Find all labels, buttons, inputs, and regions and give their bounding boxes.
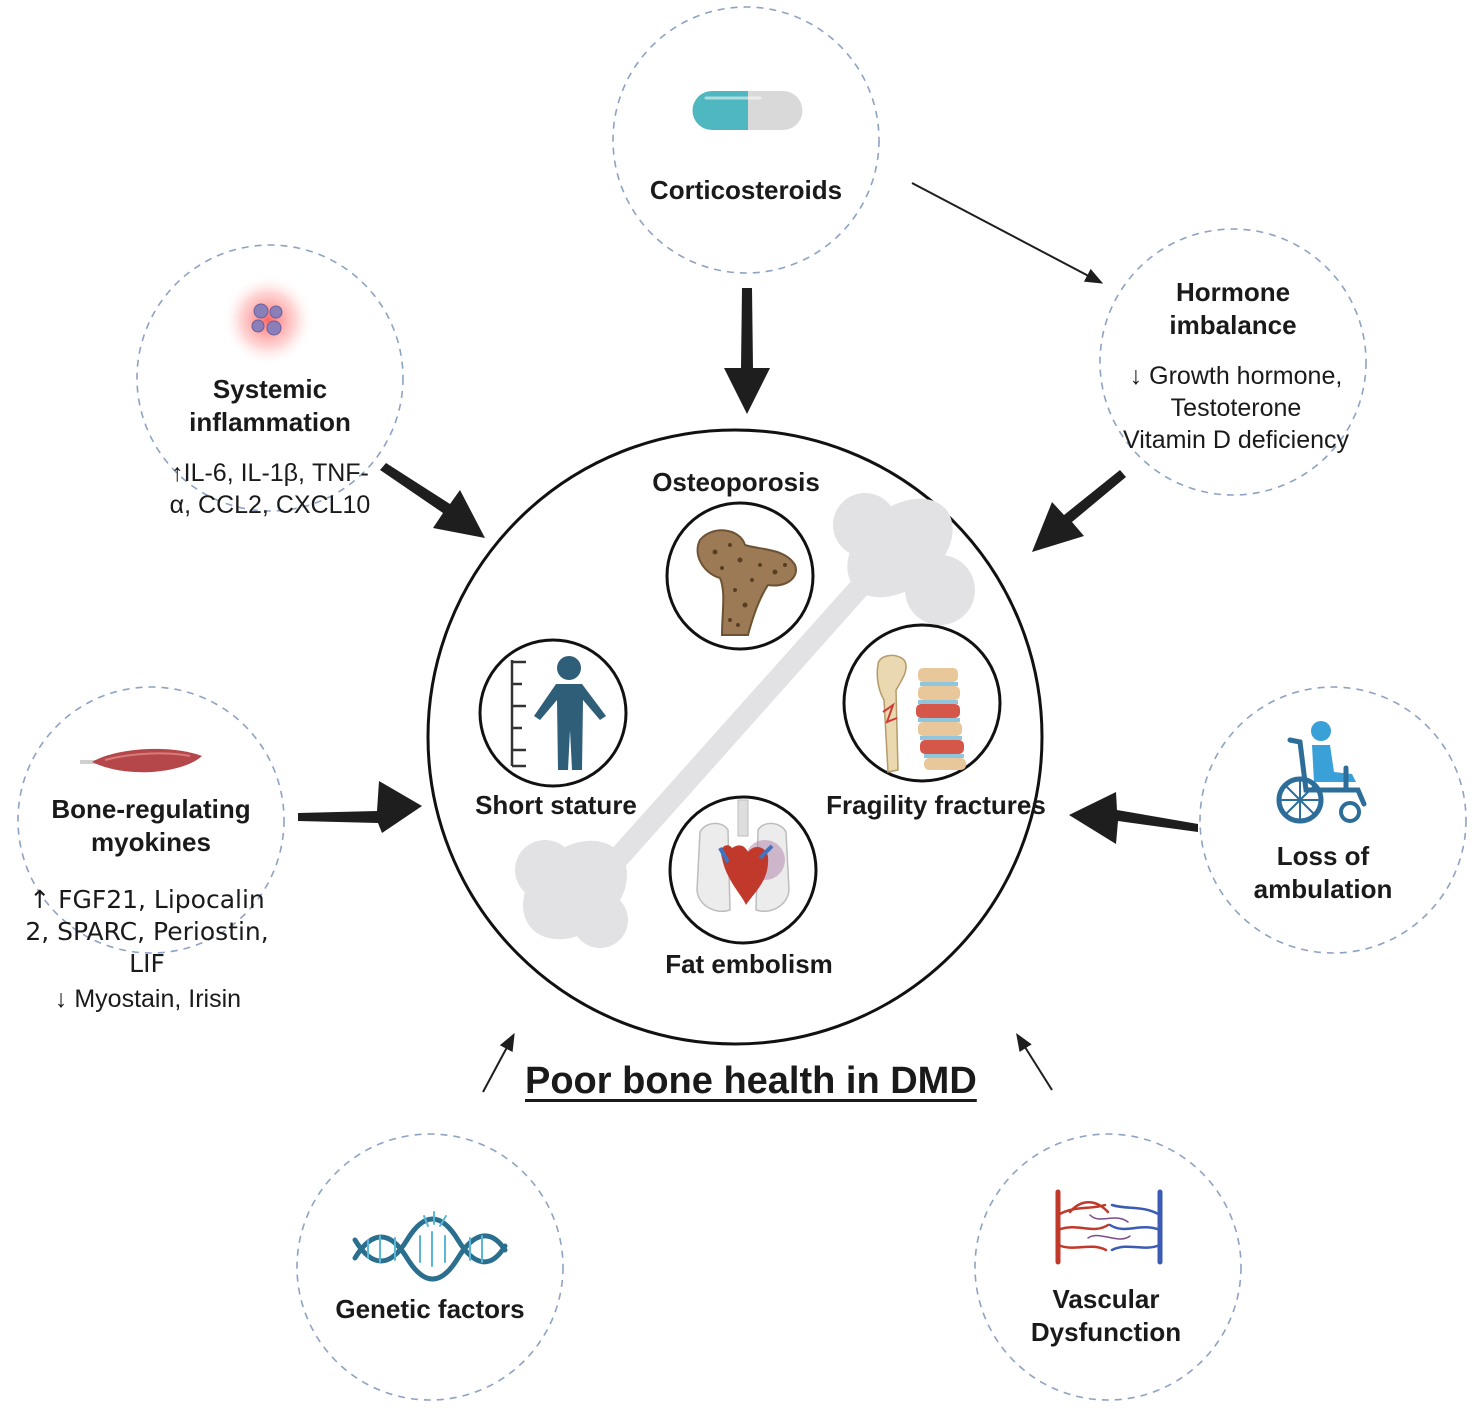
capsule-icon xyxy=(692,91,803,130)
arrow-hormone xyxy=(1032,470,1126,552)
arrow-vascular xyxy=(1016,1032,1053,1091)
short-stature-circle xyxy=(478,638,628,788)
myokines-label: Bone-regulating myokines xyxy=(51,794,251,857)
arrow-inflammation xyxy=(380,463,485,538)
ambulation-label: Loss of ambulation xyxy=(1253,841,1393,904)
dna-icon xyxy=(352,1211,508,1282)
ambulation-circle xyxy=(1199,686,1467,954)
corticosteroids-label: Corticosteroids xyxy=(649,175,843,205)
diagram-title: Poor bone health in DMD xyxy=(525,1060,977,1102)
inflammation-circle xyxy=(136,244,404,512)
muscle-icon xyxy=(80,748,202,773)
vascular-circle xyxy=(974,1133,1242,1401)
person-height-icon xyxy=(510,656,606,770)
myokines-circle xyxy=(17,686,285,954)
blood-vessels-icon xyxy=(1055,1189,1163,1265)
hormone-label: Hormone imbalance xyxy=(1169,277,1297,340)
hormone-details: ↓ Growth hormone, Testoterone Vitamin D … xyxy=(1122,362,1350,454)
thin-arrows xyxy=(482,182,1104,1093)
short-stature-label: Short stature xyxy=(475,790,637,820)
big-arrows xyxy=(298,288,1198,844)
femur-icon xyxy=(696,529,797,636)
inflammation-details: ↑IL-6, IL-1β, TNF- α, CCL2, CXCL10 xyxy=(169,459,371,519)
wheelchair-icon xyxy=(1276,721,1367,824)
myokines-details-down: ↓ Myostain, Irisin xyxy=(54,985,242,1013)
arrow-ambulation xyxy=(1069,792,1198,844)
myokines-details-up: ↑ FGF21, Lipocalin 2, SPARC, Periostin, … xyxy=(25,885,269,978)
genetic-label: Genetic factors xyxy=(335,1294,525,1324)
bone-icon xyxy=(515,493,975,948)
factor-circles xyxy=(17,6,1467,1401)
spine-fracture-icon xyxy=(876,654,966,773)
hormone-circle xyxy=(1099,228,1367,496)
osteoporosis-label: Osteoporosis xyxy=(652,467,820,497)
fragility-fractures-label: Fragility fractures xyxy=(826,790,1046,820)
arrow-corticosteroids xyxy=(724,288,770,414)
arrow-myokines xyxy=(298,781,422,833)
genetic-circle xyxy=(296,1133,564,1401)
corticosteroids-circle xyxy=(612,6,880,274)
inflammation-label: Systemic inflammation xyxy=(189,374,351,437)
inflammation-cells-icon xyxy=(222,274,314,366)
arrow-corticosteroids-to-hormone xyxy=(911,182,1104,284)
vascular-label: Vascular Dysfunction xyxy=(1030,1284,1182,1347)
heart-lungs-icon xyxy=(696,799,790,912)
fat-embolism-label: Fat embolism xyxy=(665,949,833,979)
arrow-genetic xyxy=(482,1032,515,1093)
